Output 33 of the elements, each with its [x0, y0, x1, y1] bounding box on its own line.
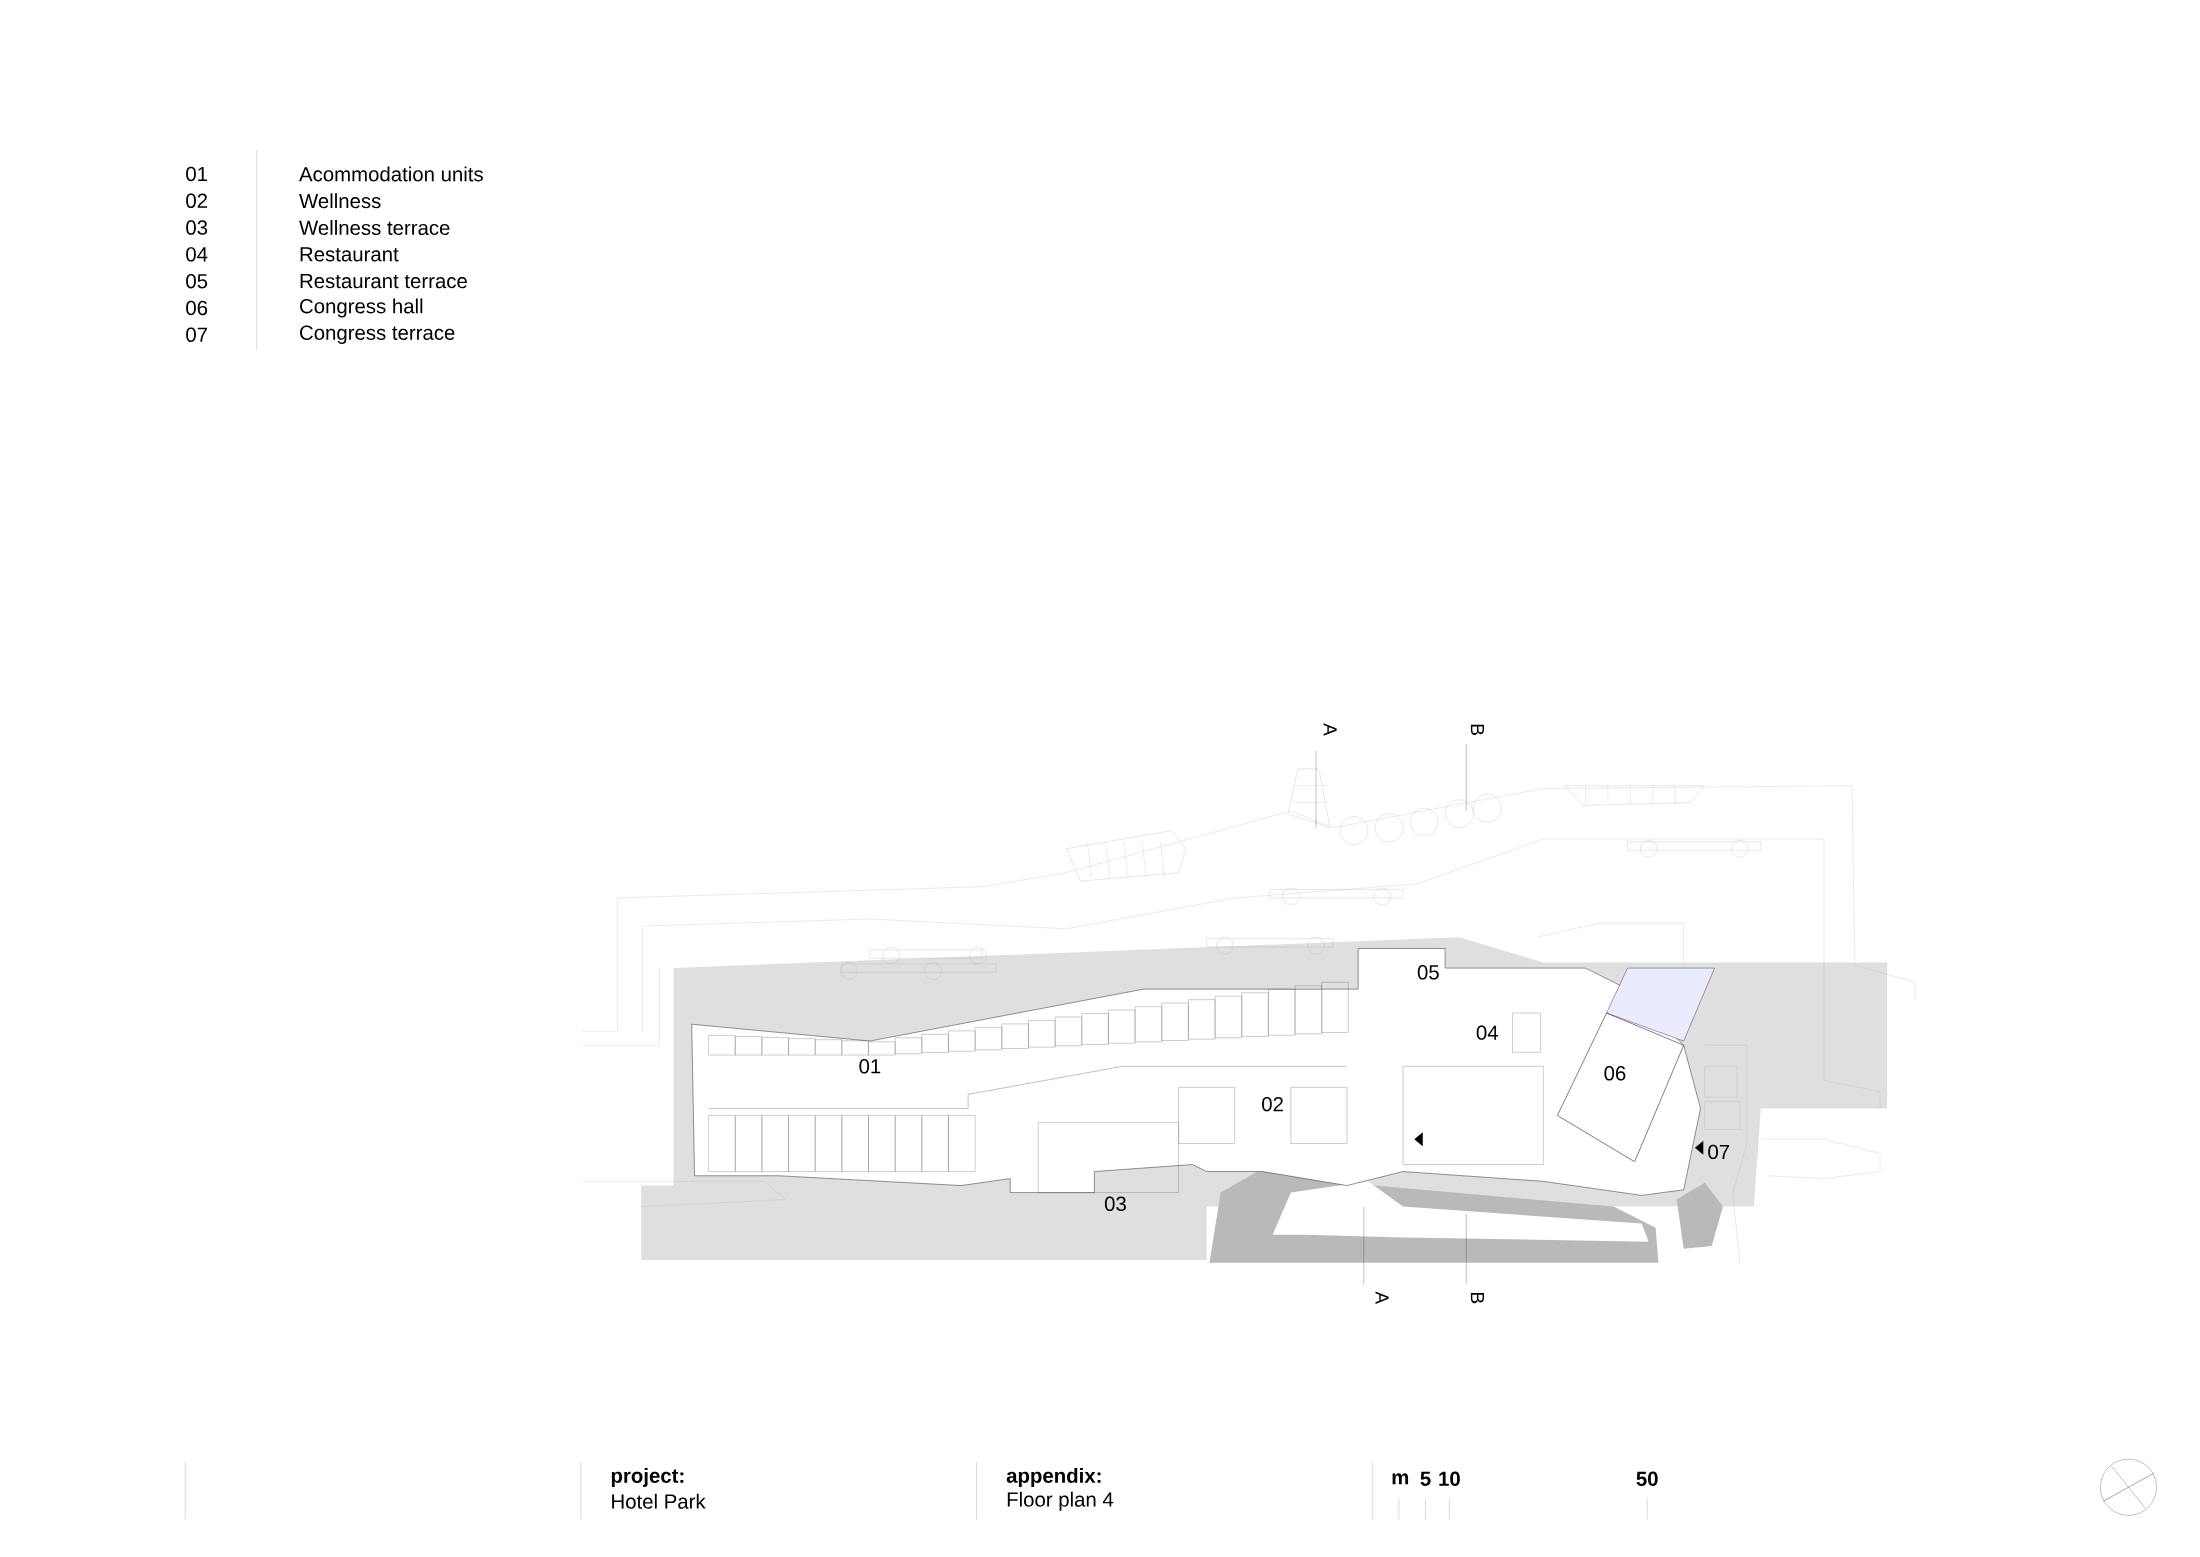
room-number: 04 — [1476, 1025, 1498, 1040]
legend-number: 03 — [186, 220, 208, 235]
legend-number: 01 — [186, 166, 208, 181]
scale-label: m — [1392, 1473, 1409, 1485]
legend-text: Restaurant — [300, 247, 399, 262]
legend-text: Congress terrace — [300, 325, 455, 344]
section-label: A — [1375, 1291, 1389, 1304]
legend-number: 05 — [186, 273, 208, 289]
legend-text: Wellness terrace — [299, 219, 450, 235]
section-label: B — [1470, 724, 1484, 735]
room-number: 01 — [859, 1058, 881, 1074]
footer-label: project: — [611, 1467, 684, 1487]
legend-number: 04 — [186, 246, 208, 262]
scale-label: 10 — [1439, 1471, 1460, 1486]
legend-number: 02 — [186, 193, 207, 208]
legend-text: Acommodation units — [299, 166, 483, 182]
legend-text: Wellness — [299, 193, 381, 209]
legend-number: 07 — [186, 327, 207, 342]
room-number: 03 — [1104, 1196, 1126, 1211]
section-label: A — [1323, 723, 1337, 736]
section-label: B — [1470, 1292, 1484, 1303]
scale-label: 50 — [1636, 1471, 1658, 1486]
footer-label: appendix: — [1006, 1467, 1101, 1487]
room-number: 06 — [1604, 1065, 1626, 1081]
legend-text: Restaurant terrace — [300, 273, 467, 289]
footer-text: Floor plan 4 — [1007, 1491, 1114, 1511]
legend-number: 06 — [186, 300, 208, 315]
room-number: 05 — [1417, 964, 1439, 980]
legend-text: Congress hall — [300, 298, 423, 318]
room-number: 07 — [1708, 1144, 1730, 1159]
scale-label: 5 — [1420, 1471, 1431, 1486]
footer-text: Hotel Park — [612, 1493, 706, 1509]
room-number: 02 — [1262, 1096, 1283, 1112]
